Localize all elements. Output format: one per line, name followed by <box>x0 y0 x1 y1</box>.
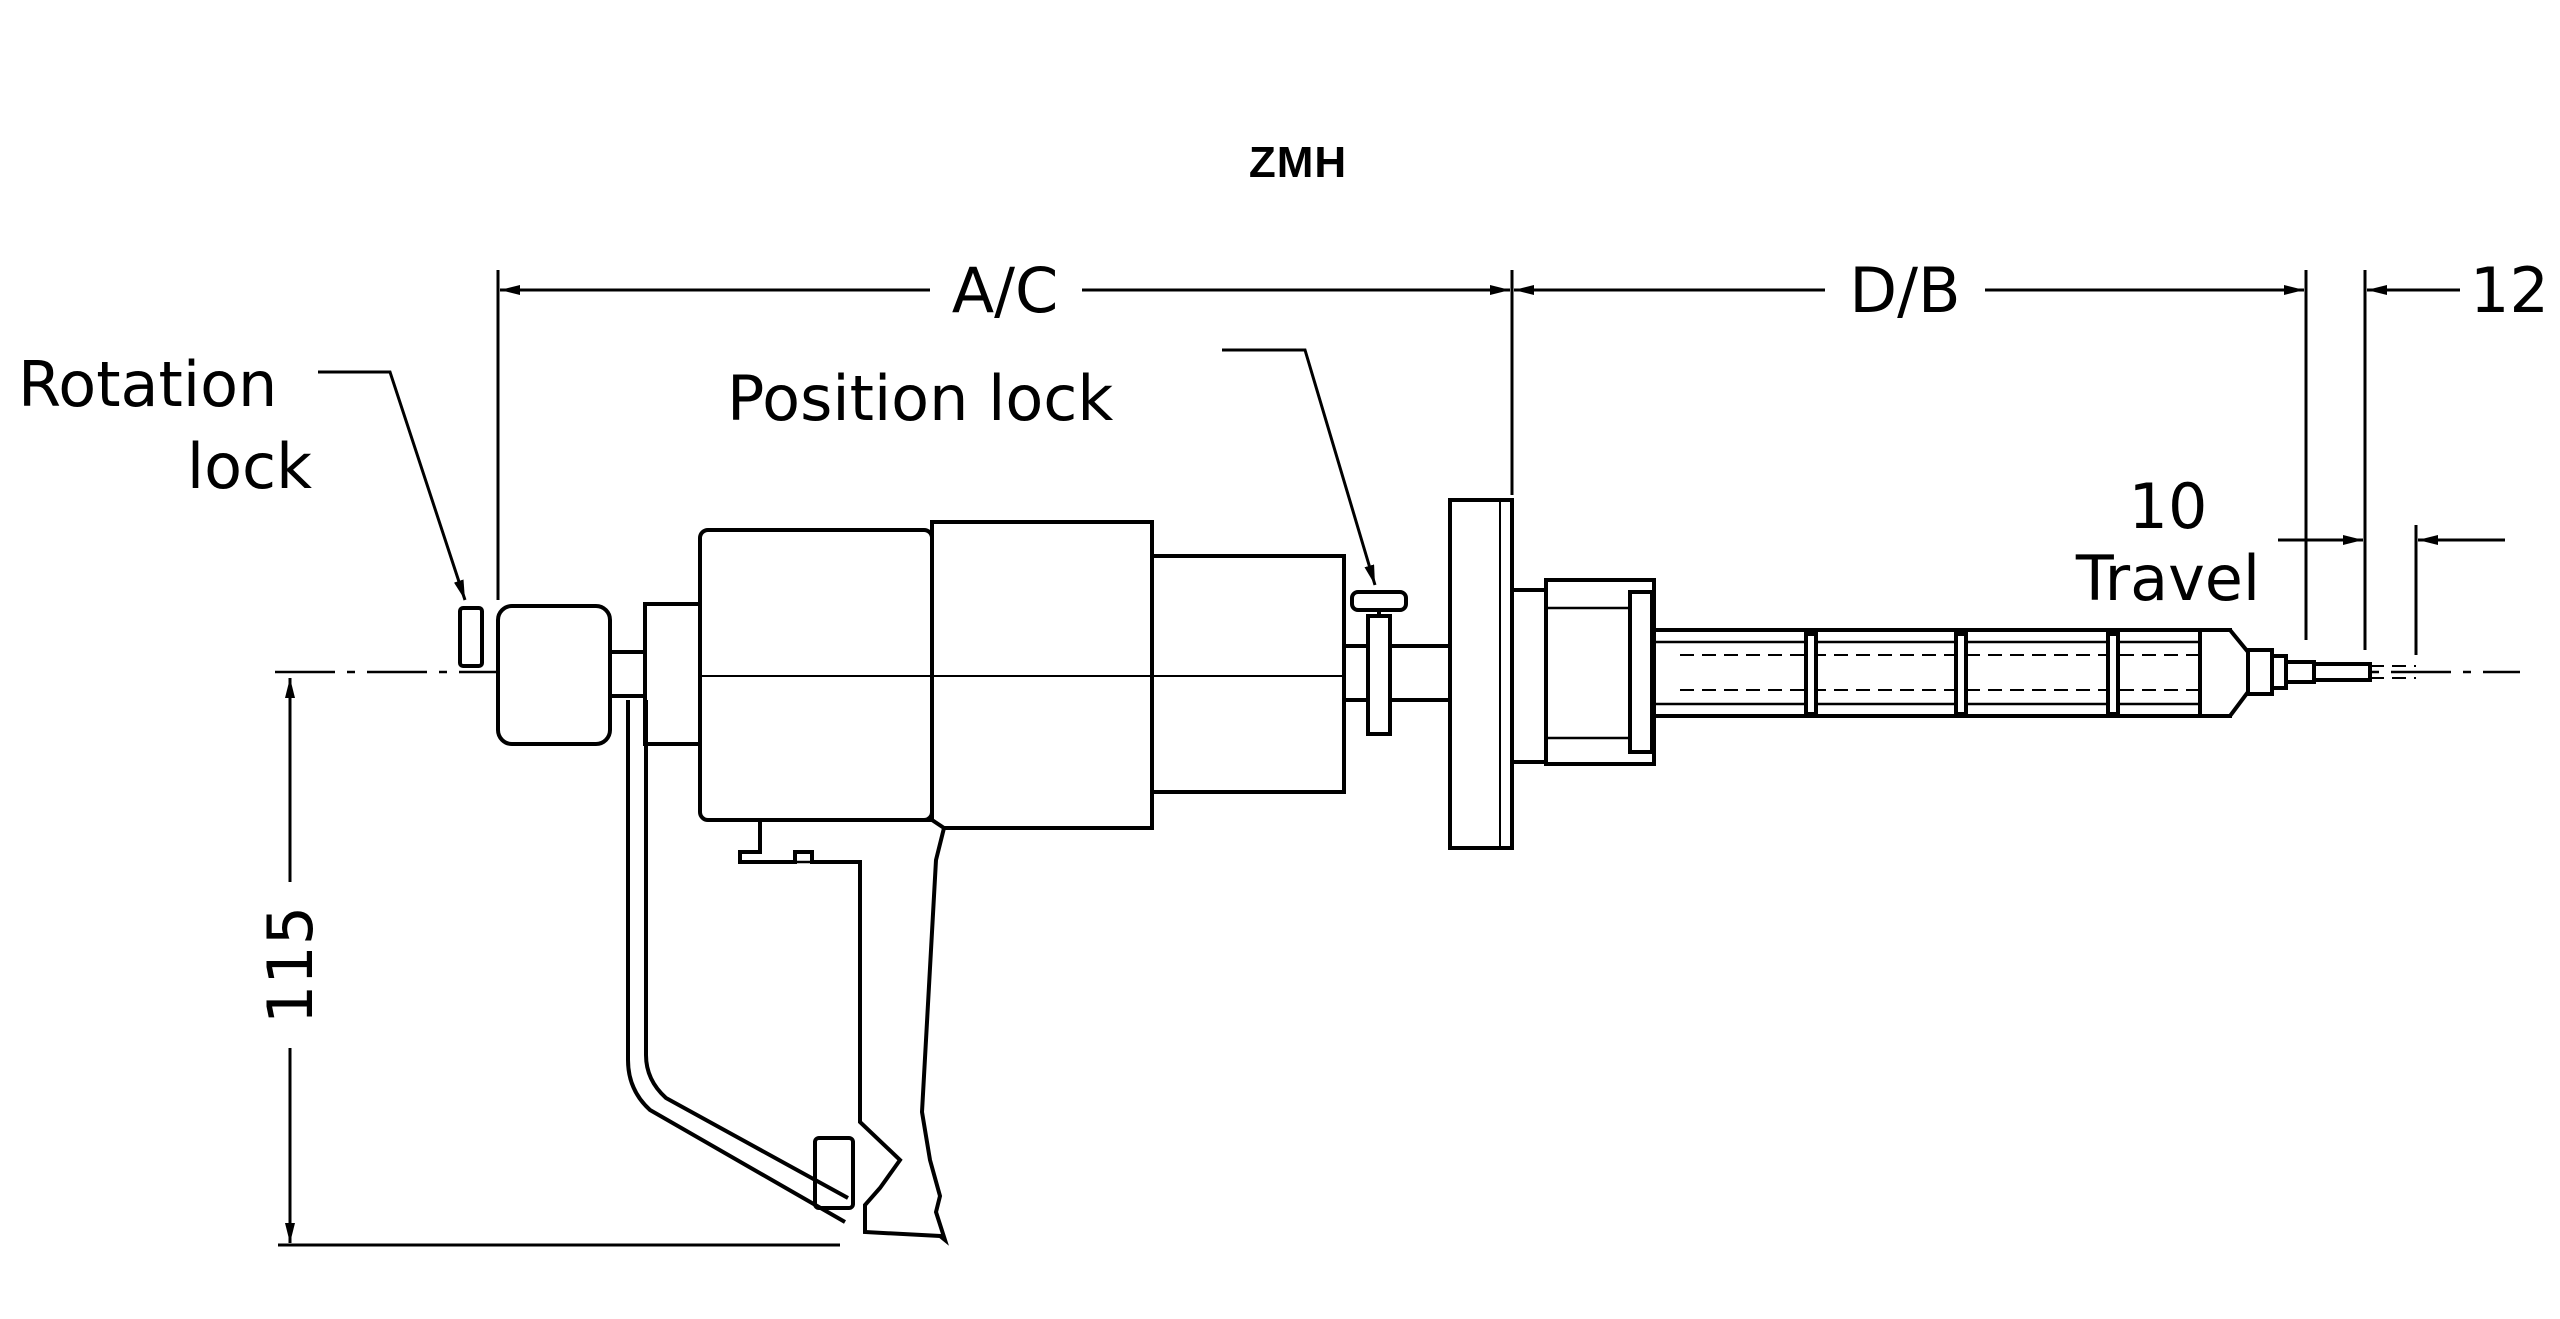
dimension-db-label: D/B <box>1849 254 1960 327</box>
travel-label: Travel <box>2075 542 2260 615</box>
spindle-extension <box>1652 628 2416 718</box>
dimension-12-label: 12 <box>2470 254 2549 327</box>
position-lock-callout: Position lock <box>727 348 1377 586</box>
travel-value: 10 <box>2129 470 2208 543</box>
pistol-grip <box>738 818 949 1246</box>
dimension-ac: A/C <box>496 254 1514 600</box>
mounting-flange <box>1448 498 1514 850</box>
rotation-lock-assembly <box>458 604 650 746</box>
dimension-115-label: 115 <box>254 906 327 1024</box>
collar <box>643 602 702 746</box>
position-lock-assembly <box>1342 590 1452 736</box>
dimension-db: D/B <box>1514 254 2308 640</box>
dimension-ac-label: A/C <box>952 254 1059 327</box>
trigger-lever <box>626 700 846 1224</box>
rotation-lock-label-line2: lock <box>187 430 312 503</box>
dimension-115: 115 <box>254 678 840 1247</box>
drawing-title: ZMH <box>1248 138 1348 187</box>
dimension-travel: 10 Travel <box>2075 470 2505 655</box>
dimension-12: 12 <box>2363 254 2549 650</box>
hex-nut <box>1510 578 1656 766</box>
motor-body <box>698 520 1346 830</box>
position-lock-label: Position lock <box>727 362 1113 435</box>
rotation-lock-callout: Rotation lock <box>18 348 467 601</box>
rotation-lock-label-line1: Rotation <box>18 348 277 421</box>
